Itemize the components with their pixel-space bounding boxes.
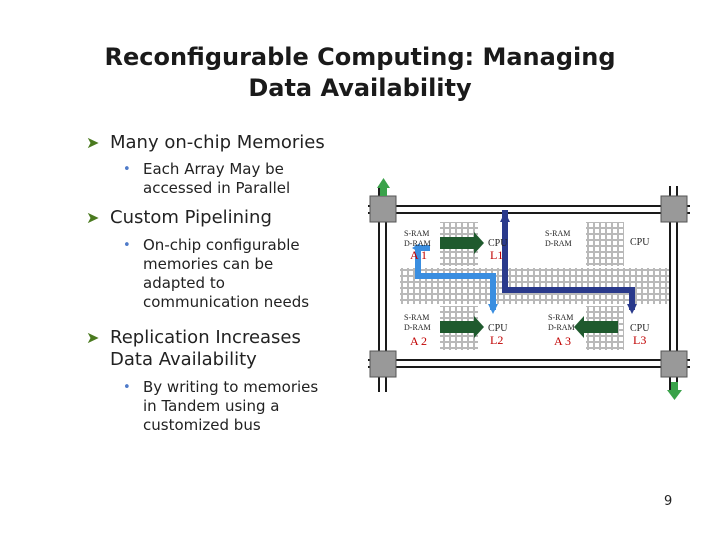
subbullet-configurable-memories: • On-chip configurable memories can be a… [123,236,310,311]
switch-boxes [369,195,688,378]
dot-bullet-icon: • [123,380,131,395]
memory-label: S-RAM [548,313,573,322]
cpu-label: CPU [488,238,508,249]
arrow-bullet-icon: ➤ [86,328,100,347]
cpu-id-label: L3 [633,333,646,347]
title-line-2: Data Availability [248,74,472,102]
slide-title: Reconfigurable Computing: Managing Data … [0,42,720,104]
switch-box [660,350,688,378]
cell-block [586,222,624,266]
subbullet-parallel-access: • Each Array May be accessed in Parallel [123,160,291,197]
title-line-1: Reconfigurable Computing: Managing [104,43,616,71]
bullet-replication: ➤ Replication Increases Data Availabilit… [86,327,301,370]
bullet-many-memories: ➤ Many on-chip Memories [86,132,325,153]
cpu-label: CPU [630,237,650,248]
switch-box [660,195,688,223]
cpu-label: CPU [488,323,508,334]
bullet-custom-pipelining: ➤ Custom Pipelining [86,207,272,228]
subbullet-tandem-writing: • By writing to memories in Tandem using… [123,378,319,434]
arrow-bullet-icon: ➤ [86,133,100,152]
pipeline-arrows [440,232,618,338]
io-arrows [377,178,682,400]
cpu-id-label: L2 [490,333,503,347]
memory-label: D-RAM [548,323,575,332]
light-bus [415,245,496,310]
dot-bullet-icon: • [123,238,131,253]
memory-label: S-RAM [545,229,570,238]
bus-arrowheads [412,243,498,314]
dot-bullet-icon: • [123,162,131,177]
array-id-label: A 3 [554,334,571,348]
arrow-bullet-icon: ➤ [86,208,100,227]
memory-label: S-RAM [404,313,429,322]
switch-box [369,195,397,223]
memory-label: D-RAM [404,323,431,332]
page-number: 9 [664,494,673,509]
array-id-label: A 1 [410,248,427,262]
cpu-id-label: L1 [490,248,503,262]
switch-box [369,350,397,378]
array-id-label: A 2 [410,334,427,348]
memory-label: D-RAM [545,239,572,248]
memory-label: S-RAM [404,229,429,238]
cpu-label: CPU [630,323,650,334]
memory-label: D-RAM [404,239,431,248]
